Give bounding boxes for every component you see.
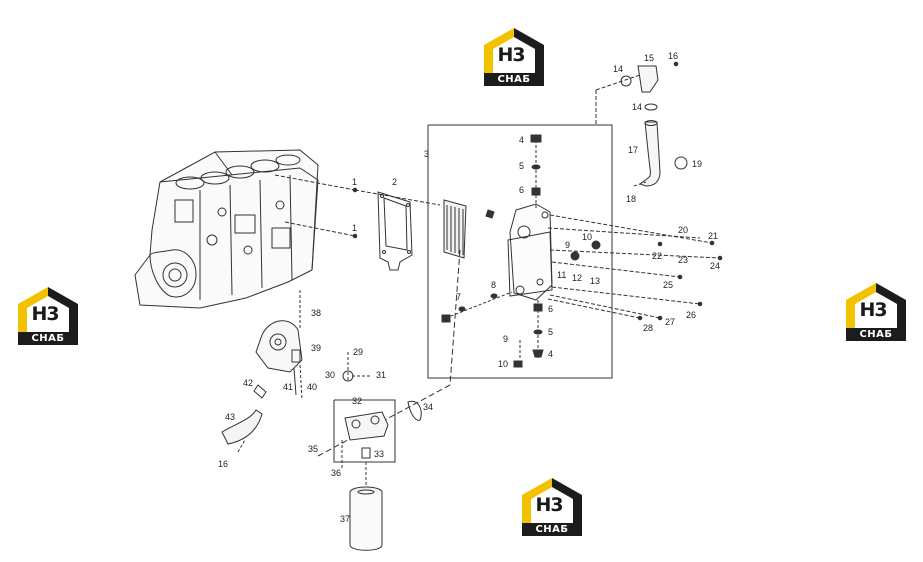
callout-label: 27 <box>665 317 675 327</box>
filter-head <box>341 411 389 470</box>
callout-label: 15 <box>644 53 654 63</box>
bolt-heads <box>570 240 723 321</box>
callout-label: 10 <box>498 359 508 369</box>
brand-logo-bottom: H3 СНАБ <box>522 478 582 536</box>
callout-label: 16 <box>218 459 228 469</box>
logo-sub: СНАБ <box>18 332 78 345</box>
plug-and-seal-left <box>441 291 513 323</box>
callout-label: 12 <box>572 273 582 283</box>
callout-label: 29 <box>353 347 363 357</box>
callout-label: 39 <box>311 343 321 353</box>
callout-label: 36 <box>331 468 341 478</box>
logo-sub: СНАБ <box>522 523 582 536</box>
callout-label: 31 <box>376 370 386 380</box>
callout-label: 25 <box>663 280 673 290</box>
callout-labels: 1 1 2 3 4 5 6 4 5 6 7 8 9 9 10 10 11 12 … <box>218 51 720 524</box>
oil-filter <box>349 462 383 551</box>
water-tube-assembly <box>595 61 688 187</box>
cover-bolts <box>547 214 721 319</box>
logo-house-icon <box>18 287 78 333</box>
oil-cooler-core <box>443 199 467 259</box>
callout-label: 35 <box>308 444 318 454</box>
callout-label: 6 <box>519 185 524 195</box>
logo-sub: СНАБ <box>484 73 544 86</box>
plug-stack-bottom <box>513 300 544 368</box>
oil-pump <box>253 290 303 401</box>
callout-label: 38 <box>311 308 321 318</box>
callout-label: 26 <box>686 310 696 320</box>
callout-label: 17 <box>628 145 638 155</box>
gasket <box>377 191 413 271</box>
logo-house-icon <box>846 283 906 329</box>
callout-label: 7 <box>456 292 461 302</box>
engine-block <box>134 149 319 309</box>
callout-label: 42 <box>243 378 253 388</box>
callout-label: 11 <box>557 270 566 280</box>
callout-label: 4 <box>548 349 553 359</box>
callout-label: 18 <box>626 194 636 204</box>
callout-label: 41 <box>283 382 293 392</box>
callout-label: 20 <box>678 225 688 235</box>
callout-label: 14 <box>632 102 642 112</box>
logo-code: H3 <box>31 303 59 325</box>
brand-logo-top: H3 СНАБ <box>484 28 544 86</box>
leader-lines-block <box>274 174 441 237</box>
logo-code: H3 <box>497 44 525 66</box>
callout-label: 3 <box>424 149 429 159</box>
logo-code: H3 <box>535 494 563 516</box>
callout-label: 9 <box>503 334 508 344</box>
callout-label: 14 <box>613 64 623 74</box>
callout-label: 28 <box>643 323 653 333</box>
logo-sub: СНАБ <box>846 328 906 341</box>
callout-label: 34 <box>423 402 433 412</box>
callout-label: 6 <box>548 304 553 314</box>
logo-house-icon <box>522 478 582 524</box>
logo-house-icon <box>484 28 544 74</box>
callout-label: 2 <box>392 177 397 187</box>
callout-label: 22 <box>652 251 662 261</box>
logo-code: H3 <box>859 299 887 321</box>
callout-label: 24 <box>710 261 720 271</box>
callout-label: 33 <box>374 449 384 459</box>
callout-label: 8 <box>491 280 496 290</box>
callout-label: 37 <box>340 514 350 524</box>
callout-label: 30 <box>325 370 335 380</box>
callout-label: 4 <box>519 135 524 145</box>
callout-label: 10 <box>582 232 592 242</box>
brand-logo-left: H3 СНАБ <box>18 287 78 345</box>
callout-label: 40 <box>307 382 317 392</box>
callout-label: 21 <box>708 231 718 241</box>
callout-label: 9 <box>565 240 570 250</box>
callout-label: 23 <box>678 255 688 265</box>
oil-cooler-cover <box>507 203 553 301</box>
callout-label: 1 <box>352 177 357 187</box>
callout-label: 32 <box>352 396 362 406</box>
callout-label: 5 <box>519 161 524 171</box>
assembly-box-32 <box>333 399 396 463</box>
callout-label: 16 <box>668 51 678 61</box>
filter-gasket <box>407 400 422 421</box>
callout-label: 13 <box>590 276 600 286</box>
plug-stack-top <box>530 134 542 210</box>
assembly-box-3 <box>427 124 613 379</box>
callout-label: 19 <box>692 159 702 169</box>
oil-suction-tube <box>221 409 263 453</box>
callout-label: 5 <box>548 327 553 337</box>
callout-label: 1 <box>352 223 357 233</box>
brand-logo-right: H3 СНАБ <box>846 283 906 341</box>
callout-label: 43 <box>225 412 235 422</box>
